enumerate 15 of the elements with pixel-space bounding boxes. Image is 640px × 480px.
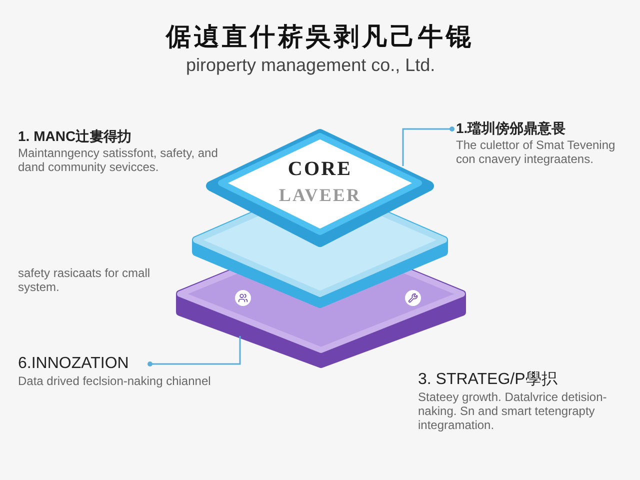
section-description: The culettor of Smat Tevening con cnavery integraatens. [456,138,616,166]
section-description: Stateey growth. Datalvrice detision-naking. Sn and smart tetengrapty integramation. [418,390,608,432]
layer-title: LAVEER [278,184,362,207]
layer-title: CORE [288,157,352,182]
diagram-subtitle: piroperty management co., Ltd. [186,54,436,77]
diagram-title: 倨遉直什菥吳剥凡己牛锟 [164,21,475,53]
section-heading: 1. MANC辻婁得扐 [18,127,133,146]
leader-line [402,126,454,166]
leader-line [148,336,241,366]
section-heading: 6.INNOZATION [18,354,130,374]
section-description: Maintanngency satissfont, safety, and dand community sevicces. [18,146,219,174]
section-heading: 3. STRATEG/P學抧 [418,370,558,390]
section-heading: 1.璫圳傍邠鼎意畏 [456,119,567,138]
section-description: Data drived feclsion-naking chiannel [18,374,212,388]
section-description: safety rasicaats for cmall system. [18,266,152,294]
